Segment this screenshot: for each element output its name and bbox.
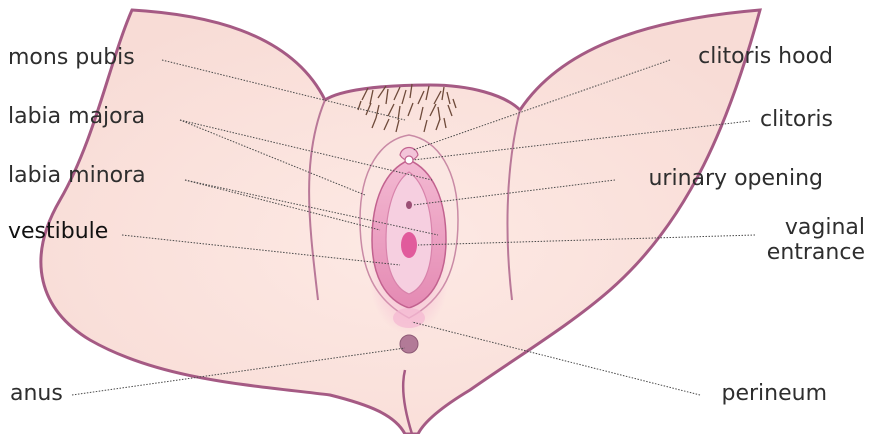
label-vaginal-entrance: vaginal entrance xyxy=(767,215,865,265)
label-labia-minora: labia minora xyxy=(8,164,146,188)
perineum-shape xyxy=(393,308,425,328)
vaginal-entrance-shape xyxy=(401,232,417,258)
label-urinary-opening: urinary opening xyxy=(648,167,823,191)
label-vaginal-entrance-line2: entrance xyxy=(767,240,865,265)
clitoris-shape xyxy=(405,156,413,164)
label-labia-majora: labia majora xyxy=(8,105,145,129)
label-anus: anus xyxy=(10,382,63,406)
label-clitoris: clitoris xyxy=(760,108,833,132)
label-vaginal-entrance-line1: vaginal xyxy=(767,215,865,240)
label-perineum: perineum xyxy=(721,382,827,406)
label-clitoris-hood: clitoris hood xyxy=(698,45,833,69)
label-mons-pubis: mons pubis xyxy=(8,46,135,70)
anus-shape xyxy=(400,335,418,353)
urinary-opening-shape xyxy=(406,201,412,209)
label-vestibule: vestibule xyxy=(8,220,108,244)
